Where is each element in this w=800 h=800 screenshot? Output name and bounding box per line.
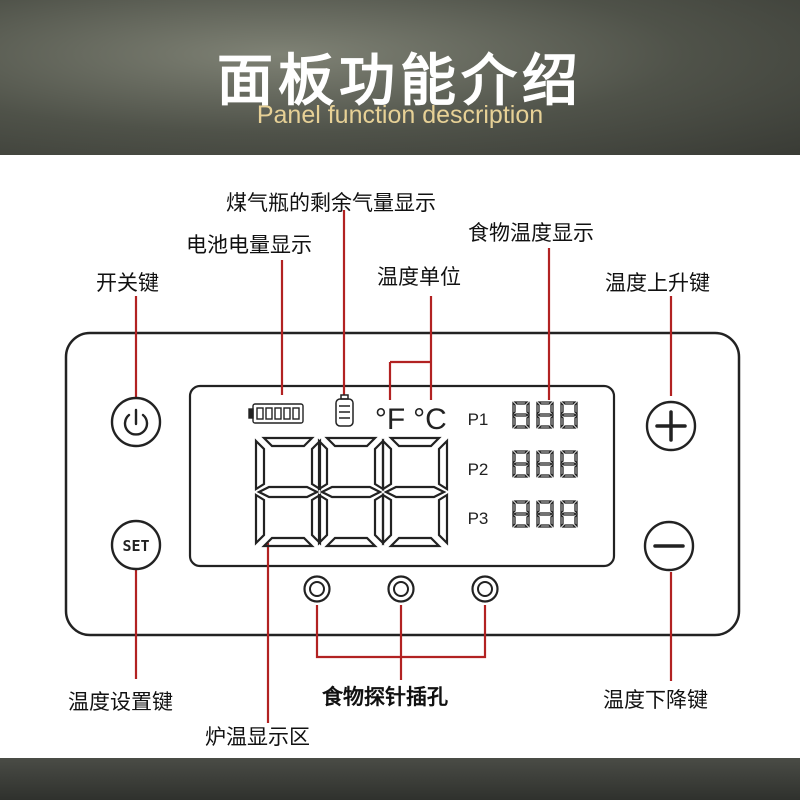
callout-battery: 电池电量显示 [186, 233, 312, 257]
probe-jack-3[interactable] [471, 575, 499, 603]
unit-fahrenheit: °F [375, 403, 405, 436]
gas-cylinder-icon [335, 394, 354, 427]
footer-band [0, 758, 800, 800]
callout-temp-unit: 温度单位 [377, 265, 461, 289]
plus-icon [655, 410, 687, 442]
callout-food-temp: 食物温度显示 [468, 221, 594, 245]
page-title: 面板功能介绍 [217, 49, 583, 114]
callout-temp-up: 温度上升键 [605, 271, 710, 295]
set-button-label: SET [122, 537, 149, 555]
unit-celsius: °C [413, 403, 447, 436]
header-banner: 面板功能介绍 Panel function description [0, 0, 800, 155]
power-button[interactable] [110, 396, 162, 448]
callout-probe-holes: 食物探针插孔 [322, 685, 448, 709]
callout-power: 开关键 [96, 271, 159, 295]
probe-jack-2[interactable] [387, 575, 415, 603]
callout-temp-down: 温度下降键 [603, 688, 708, 712]
callout-oven-temp: 炉温显示区 [205, 725, 310, 749]
page-subtitle: Panel function description [256, 101, 544, 129]
probe-label-p3: P3 [468, 509, 489, 528]
temp-up-button[interactable] [645, 400, 697, 452]
battery-icon [248, 403, 304, 424]
probe-jack-1[interactable] [303, 575, 331, 603]
callout-gas-level: 煤气瓶的剩余气量显示 [226, 191, 436, 215]
lcd-display-window [188, 384, 616, 568]
probe-label-p2: P2 [468, 460, 489, 479]
callout-set-temp: 温度设置键 [68, 690, 173, 714]
set-button[interactable]: SET [110, 519, 162, 571]
temp-down-button[interactable] [643, 520, 695, 572]
probe-label-p1: P1 [468, 410, 489, 429]
power-icon [123, 408, 149, 436]
leader-lines [134, 210, 673, 723]
